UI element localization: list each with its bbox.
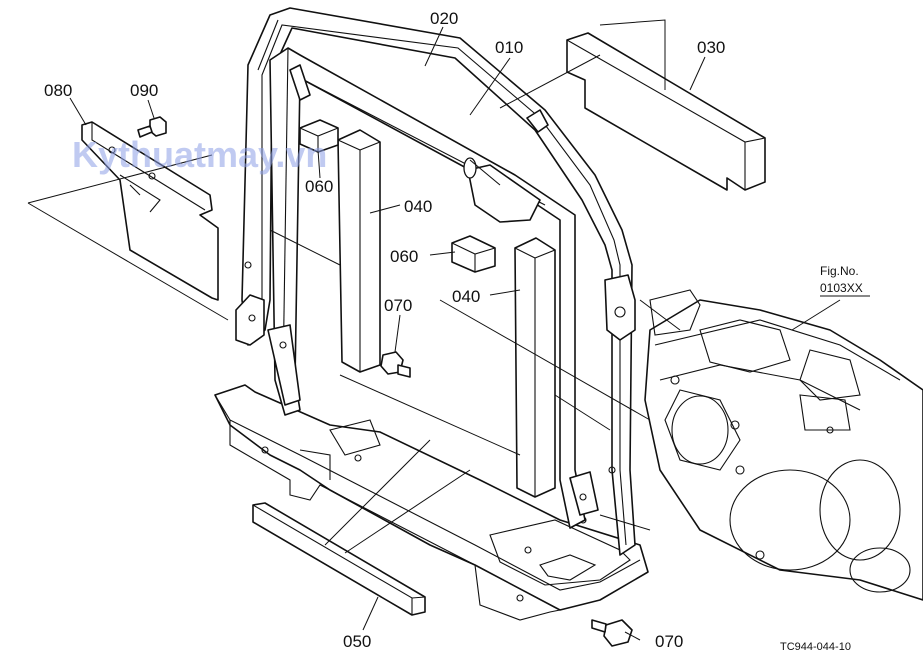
part-070-upper-bolt: [380, 351, 411, 378]
figure-ref-caption: Fig.No.: [820, 264, 859, 278]
assembly-guide-lines: [27, 19, 681, 554]
part-060-lower-pad: [451, 235, 496, 273]
part-020-main-frame: [235, 7, 636, 556]
watermark-text: Kythuatmay.vn: [72, 134, 327, 175]
part-label-040-left: 040: [404, 197, 432, 216]
part-label-060-upper: 060: [305, 177, 333, 196]
figure-ref-number: 0103XX: [820, 281, 863, 295]
part-label-050: 050: [343, 632, 371, 651]
part-label-020: 020: [430, 9, 458, 28]
part-label-080: 080: [44, 81, 72, 100]
leader-lines: [69, 26, 870, 641]
part-label-070-lower: 070: [655, 632, 683, 651]
part-040-right-strip: [514, 237, 556, 498]
drawing-code: TC944-044-10: [780, 641, 851, 653]
part-label-010: 010: [495, 38, 523, 57]
part-090-bolt: [137, 116, 167, 138]
part-label-070-upper: 070: [384, 296, 412, 315]
part-label-040-right: 040: [452, 287, 480, 306]
part-080-side-plate: [81, 121, 219, 301]
base-frame: [214, 384, 649, 621]
part-010-inner-frame: [267, 47, 599, 529]
part-label-030: 030: [697, 38, 725, 57]
part-label-060-lower: 060: [390, 247, 418, 266]
part-030-top-seal: [566, 32, 766, 191]
part-label-090: 090: [130, 81, 158, 100]
part-050-lower-seal: [252, 502, 426, 616]
engine-block-reference: [644, 289, 923, 601]
part-040-left-strip: [337, 129, 381, 373]
part-060-upper-pad: [299, 119, 339, 153]
part-070-lower-bolt: [591, 619, 633, 647]
